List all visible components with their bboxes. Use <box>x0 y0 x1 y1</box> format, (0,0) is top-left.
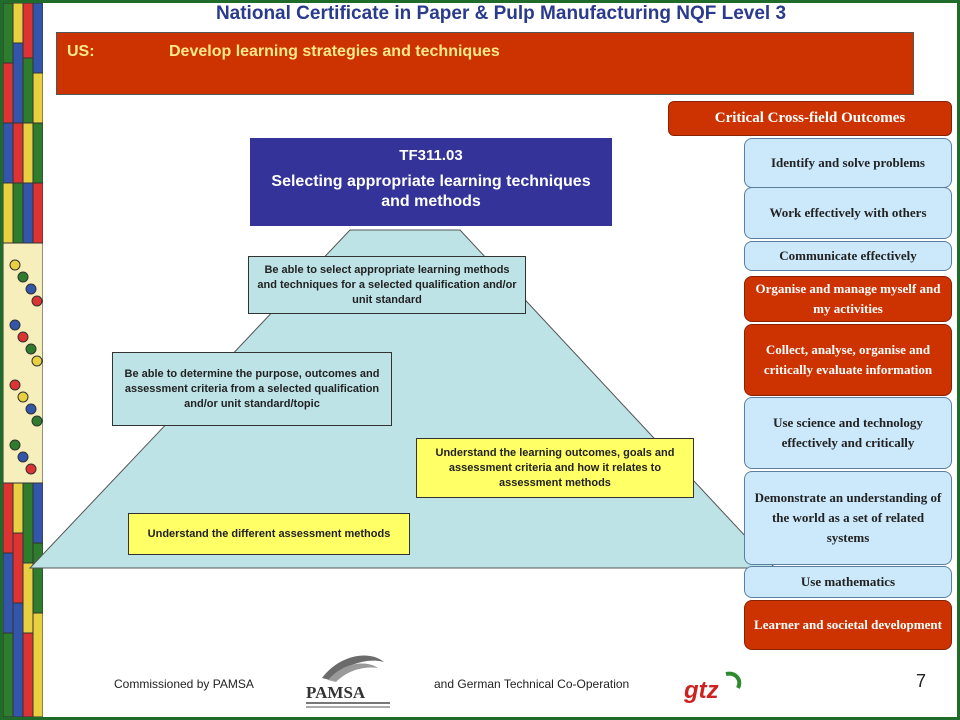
pyramid-note-learning-outcomes: Understand the learning outcomes, goals … <box>416 438 694 498</box>
critical-outcomes-heading: Critical Cross-field Outcomes <box>668 101 952 136</box>
unit-standard-bar: US: Develop learning strategies and tech… <box>56 32 914 95</box>
outcome-related-systems: Demonstrate an understanding of the worl… <box>744 471 952 565</box>
mosaic-pattern-icon <box>3 3 43 717</box>
outcome-work-with-others: Work effectively with others <box>744 187 952 239</box>
gtz-logo-icon: gtz <box>683 671 742 704</box>
pamsa-logo-text: PAMSA <box>306 683 366 702</box>
task-code: TF311.03 <box>399 147 463 164</box>
pyramid-note-assessment-methods: Understand the different assessment meth… <box>128 513 410 555</box>
gtz-logo: gtz <box>682 668 744 708</box>
outcome-organise-manage: Organise and manage myself and my activi… <box>744 276 952 322</box>
footer-partner: and German Technical Co-Operation <box>434 677 630 691</box>
unit-standard-label: US: <box>67 43 95 60</box>
outcome-communicate: Communicate effectively <box>744 241 952 271</box>
gtz-logo-text: gtz <box>683 677 719 704</box>
outcome-mathematics: Use mathematics <box>744 566 952 598</box>
task-description: Selecting appropriate learning technique… <box>271 173 591 210</box>
outcome-collect-analyse: Collect, analyse, organise and criticall… <box>744 324 952 396</box>
outcome-science-technology: Use science and technology effectively a… <box>744 397 952 469</box>
decorative-side-strip <box>3 3 43 717</box>
footer-commissioned: Commissioned by PAMSA <box>114 677 254 691</box>
pamsa-logo: PAMSA <box>300 648 396 712</box>
pyramid-note-determine-purpose: Be able to determine the purpose, outcom… <box>112 352 392 426</box>
slide-title: National Certificate in Paper & Pulp Man… <box>215 3 787 24</box>
page-number: 7 <box>916 671 927 691</box>
outcome-learner-development: Learner and societal development <box>744 600 952 650</box>
task-box: TF311.03 Selecting appropriate learning … <box>250 138 612 226</box>
unit-standard-title: Develop learning strategies and techniqu… <box>169 43 500 60</box>
pyramid-note-select-methods: Be able to select appropriate learning m… <box>248 256 526 314</box>
pamsa-logo-icon: PAMSA <box>306 655 390 708</box>
outcome-identify-solve: Identify and solve problems <box>744 138 952 188</box>
